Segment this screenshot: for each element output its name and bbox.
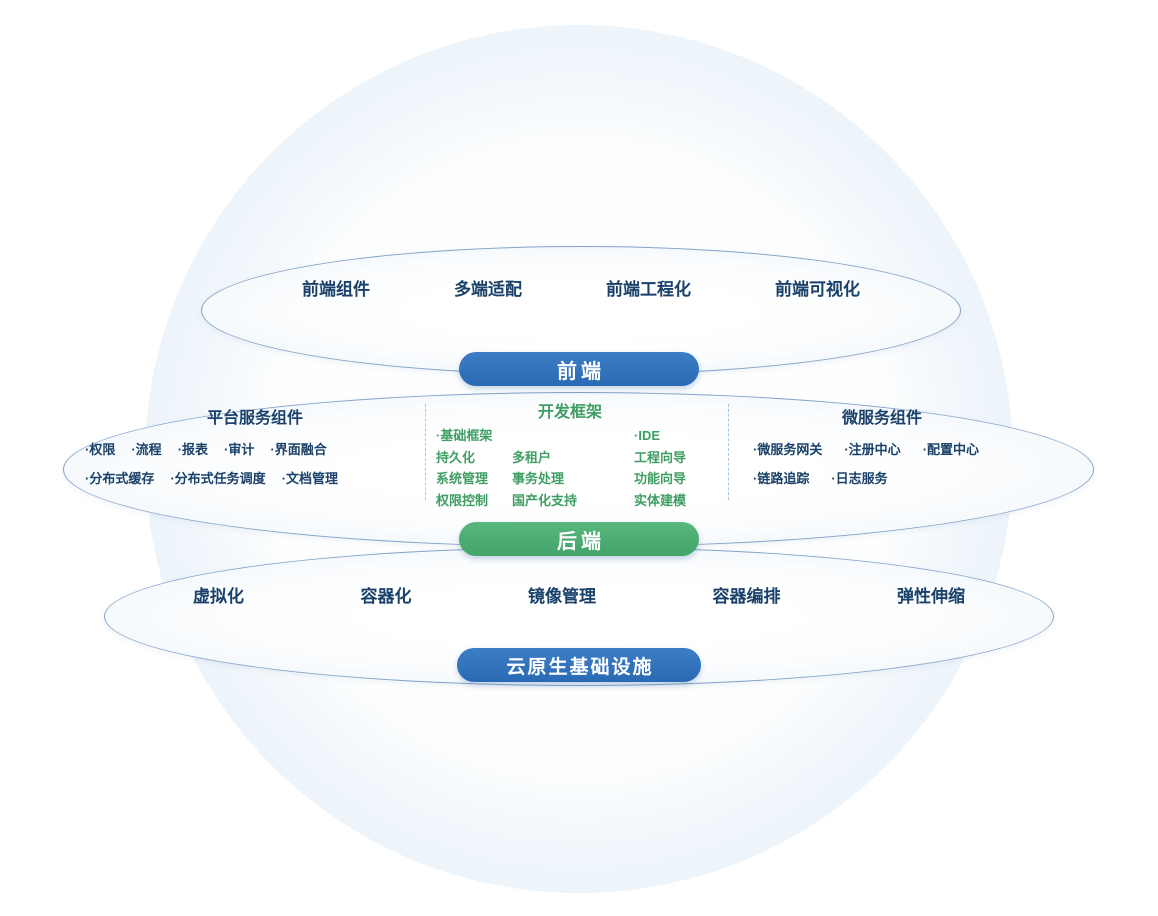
framework-item: 持久化: [436, 449, 476, 465]
microservices-row: ·微服务网关 ·注册中心 ·配置中心: [753, 440, 1027, 460]
platform-item: ·报表: [177, 442, 209, 457]
platform-services-items: ·权限 ·流程 ·报表 ·审计 ·界面融合 ·分布式缓存 ·分布式任务调度 ·文…: [75, 440, 435, 489]
framework-item: 功能向导: [634, 471, 687, 486]
backend-pill: 后端: [459, 522, 699, 556]
microservices-row: ·链路追踪 ·日志服务: [753, 469, 1027, 489]
platform-item: ·权限: [85, 442, 116, 457]
frontend-item: 前端工程化: [606, 280, 691, 299]
platform-item: ·文档管理: [281, 471, 339, 486]
platform-services-section: 平台服务组件 ·权限 ·流程 ·报表 ·审计 ·界面融合 ·分布式缓存 ·分布式…: [75, 404, 435, 498]
cloud-layer-ellipse: 虚拟化 容器化 镜像管理 容器编排 弹性伸缩: [104, 547, 1054, 686]
section-divider: [425, 404, 426, 500]
cloud-item: 弹性伸缩: [897, 587, 965, 606]
microservice-item: ·微服务网关: [753, 442, 823, 457]
cloud-infrastructure-pill: 云原生基础设施: [457, 648, 701, 682]
platform-item: ·审计: [224, 442, 255, 457]
frontend-pill: 前端: [459, 352, 699, 386]
framework-item: 实体建模: [634, 492, 687, 508]
platform-item: ·流程: [131, 442, 162, 457]
framework-item: 多租户: [512, 449, 552, 465]
frontend-layer-ellipse: 前端组件 多端适配 前端工程化 前端可视化: [201, 246, 961, 375]
cloud-item: 容器化: [360, 587, 412, 606]
platform-item: ·分布式任务调度: [170, 471, 266, 486]
dev-framework-section: 开发框架 ·基础框架 持久化 系统管理 权限控制 多租户 事务处理 国产化支持 …: [432, 398, 722, 511]
framework-column: 多租户 事务处理 国产化支持: [512, 425, 598, 511]
microservice-item: ·配置中心: [922, 442, 980, 457]
platform-services-title: 平台服务组件: [206, 410, 303, 427]
framework-item: 系统管理: [436, 471, 489, 486]
microservice-item: ·链路追踪: [753, 471, 810, 486]
microservice-item: ·日志服务: [831, 471, 888, 486]
framework-item: 事务处理: [512, 471, 565, 486]
cloud-items-row: 虚拟化 容器化 镜像管理 容器编排 弹性伸缩: [105, 548, 1053, 685]
cloud-item: 镜像管理: [528, 587, 596, 606]
microservices-title: 微服务组件: [841, 410, 922, 427]
frontend-item: 多端适配: [454, 280, 522, 299]
framework-item: ·基础框架: [436, 428, 493, 443]
framework-item: ·IDE: [634, 428, 660, 443]
framework-column: ·基础框架 持久化 系统管理 权限控制: [436, 425, 512, 511]
framework-column: ·IDE 工程向导 功能向导 实体建模: [634, 425, 710, 511]
framework-item: 国产化支持: [512, 492, 578, 508]
framework-item: 权限控制: [436, 492, 489, 508]
backend-layer-ellipse: [63, 392, 1094, 547]
frontend-item: 前端可视化: [775, 280, 860, 299]
microservice-item: ·注册中心: [844, 442, 901, 457]
frontend-items-row: 前端组件 多端适配 前端工程化 前端可视化: [202, 247, 960, 374]
framework-spacer: [512, 425, 598, 447]
dev-framework-title: 开发框架: [537, 404, 602, 421]
microservices-items: ·微服务网关 ·注册中心 ·配置中心 ·链路追踪 ·日志服务: [737, 440, 1027, 489]
microservices-section: 微服务组件 ·微服务网关 ·注册中心 ·配置中心 ·链路追踪 ·日志服务: [737, 404, 1027, 498]
platform-row: ·权限 ·流程 ·报表 ·审计 ·界面融合: [85, 440, 435, 460]
section-divider: [728, 404, 729, 500]
cloud-item: 容器编排: [712, 587, 781, 606]
platform-item: ·界面融合: [270, 442, 327, 457]
backend-layer-content: 平台服务组件 ·权限 ·流程 ·报表 ·审计 ·界面融合 ·分布式缓存 ·分布式…: [63, 392, 1092, 545]
framework-item: 工程向导: [634, 449, 687, 465]
platform-row: ·分布式缓存 ·分布式任务调度 ·文档管理: [85, 469, 435, 489]
platform-item: ·分布式缓存: [85, 471, 155, 486]
frontend-item: 前端组件: [302, 280, 370, 299]
cloud-item: 虚拟化: [193, 587, 244, 606]
dev-framework-columns: ·基础框架 持久化 系统管理 权限控制 多租户 事务处理 国产化支持 ·IDE …: [432, 425, 722, 511]
